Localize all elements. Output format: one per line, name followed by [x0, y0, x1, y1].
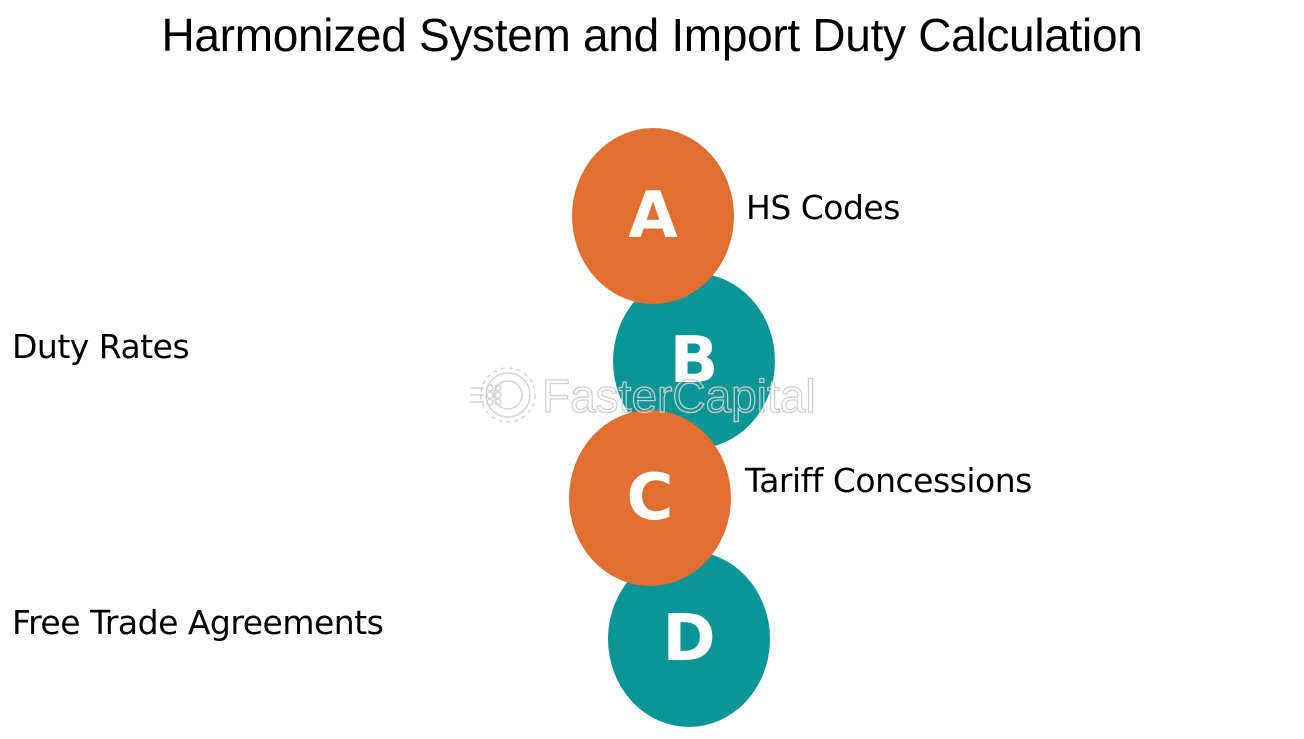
label-tariff-concessions: Tariff Concessions: [745, 461, 1032, 500]
circle-d: D: [608, 551, 770, 727]
circle-a: A: [572, 128, 734, 304]
circle-letter-b: B: [669, 324, 719, 398]
circle-c: C: [569, 410, 731, 586]
circle-letter-d: D: [662, 602, 716, 676]
label-free-trade-agreements: Free Trade Agreements: [12, 603, 384, 642]
label-hs-codes: HS Codes: [746, 188, 900, 227]
circle-letter-c: C: [626, 461, 674, 535]
diagram-title: Harmonized System and Import Duty Calcul…: [161, 9, 1143, 61]
circle-letter-a: A: [628, 179, 678, 253]
label-duty-rates: Duty Rates: [12, 327, 190, 366]
